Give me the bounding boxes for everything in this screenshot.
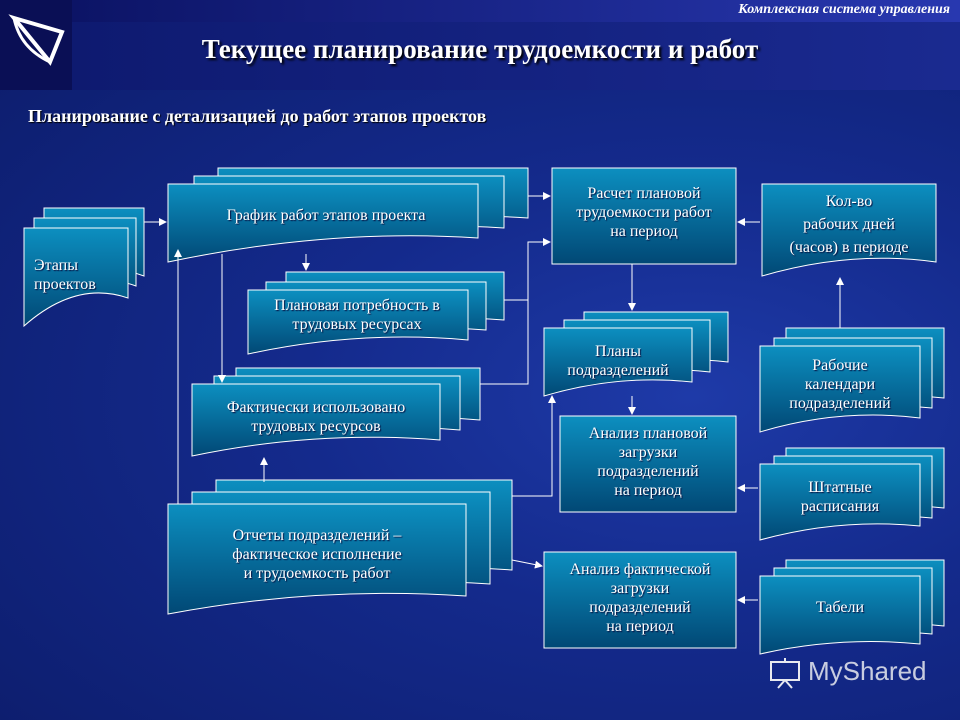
plan-load-label: Анализ плановой загрузки подразделений н… [588,425,708,499]
top-bar: Комплексная система управления [72,0,960,22]
dept-reports-box [167,479,513,615]
calendars-box [759,327,945,433]
dept-reports-label: Отчеты подразделений – фактическое испол… [232,527,402,582]
actual-used-label: Фактически использовано трудовых ресурсо… [226,399,406,435]
watermark: MyShared [808,656,927,686]
sail-logo-icon [8,14,65,66]
project-stages-box [23,207,145,328]
presentation-icon [770,658,800,689]
labor-need-label: Плановая потребность в трудовых ресурсах [274,297,440,333]
labor-need-box [247,271,505,355]
planned-calc-box [551,167,737,265]
title-band [72,22,960,90]
actual-load-label: Анализ фактической загрузки подразделени… [569,561,711,635]
page-title: Текущее планирование трудоемкости и рабо… [201,34,759,64]
workdays-box [761,183,937,277]
logo [0,0,72,90]
connectors [144,192,844,604]
system-name: Комплексная система управления [738,2,950,17]
page-subtitle: Планирование с детализацией до работ эта… [28,106,487,126]
calendars-label: Рабочие календари подразделений [789,357,891,412]
work-schedule-box [167,167,529,263]
timesheets-label: Табели [815,599,865,616]
timesheets-box [759,559,945,655]
staffing-box [759,447,945,541]
dept-plans-box [543,311,729,397]
planned-calc-label: Расчет плановой трудоемкости работ на пе… [576,185,712,240]
staffing-label: Штатные расписания [800,479,880,515]
actual-load-box [543,551,737,649]
actual-used-box [191,367,481,457]
plan-load-box [559,415,737,513]
dept-plans-label: Планы подразделений [567,343,669,379]
work-schedule-label: График работ этапов проекта [226,207,426,224]
workdays-label: Кол-во рабочих дней (часов) в периоде [789,193,909,256]
project-stages-label: Этапы проектов [34,257,96,293]
